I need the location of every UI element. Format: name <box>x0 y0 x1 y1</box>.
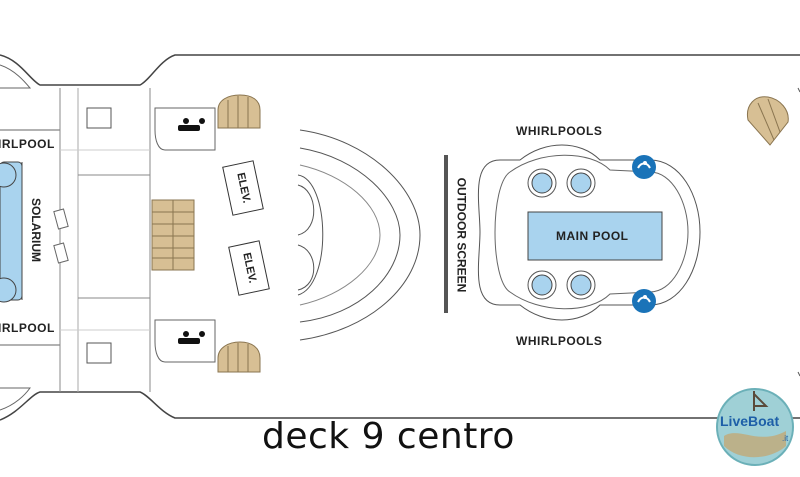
restroom-icon-bottom <box>178 331 205 344</box>
restroom-icon-top <box>178 118 205 131</box>
main-pool <box>527 211 663 261</box>
solarium-label: SOLARIUM <box>29 198 43 262</box>
deck-caption: deck 9 centro <box>262 416 515 457</box>
liveboat-logo <box>716 388 794 466</box>
arc-seating <box>299 129 421 341</box>
stairs-icon-top <box>217 94 261 129</box>
whirlpools-bottom <box>527 270 596 300</box>
whirlpool-label-bottom: IRLPOOL <box>0 321 55 335</box>
hull-outline <box>0 54 800 86</box>
whirlpool-label-top: IRLPOOL <box>0 137 55 151</box>
outdoor-screen-label: OUTDOOR SCREEN <box>454 177 469 293</box>
stairs-icon-right <box>746 96 789 146</box>
whirlpools-top <box>527 168 596 198</box>
central-stairs <box>151 199 195 271</box>
elevator-2-label: ELEV. <box>239 251 259 285</box>
stairs-icon-bottom <box>217 341 261 373</box>
outdoor-screen-bar <box>444 155 448 313</box>
solarium-whirlpool-2 <box>0 277 17 303</box>
hull-outline-bottom <box>0 391 800 421</box>
elevator-1-label: ELEV. <box>233 171 253 205</box>
lifeguard-icon-bottom <box>632 289 656 313</box>
solarium-whirlpool-1 <box>0 162 17 188</box>
lifeguard-icon-top <box>632 155 656 179</box>
whirlpools-label-top: WHIRLPOOLS <box>516 124 603 138</box>
logo-text: LiveBoat <box>720 413 780 429</box>
logo-suffix: .it <box>782 434 789 443</box>
whirlpools-label-bottom: WHIRLPOOLS <box>516 334 603 348</box>
main-pool-label: MAIN POOL <box>556 229 629 243</box>
